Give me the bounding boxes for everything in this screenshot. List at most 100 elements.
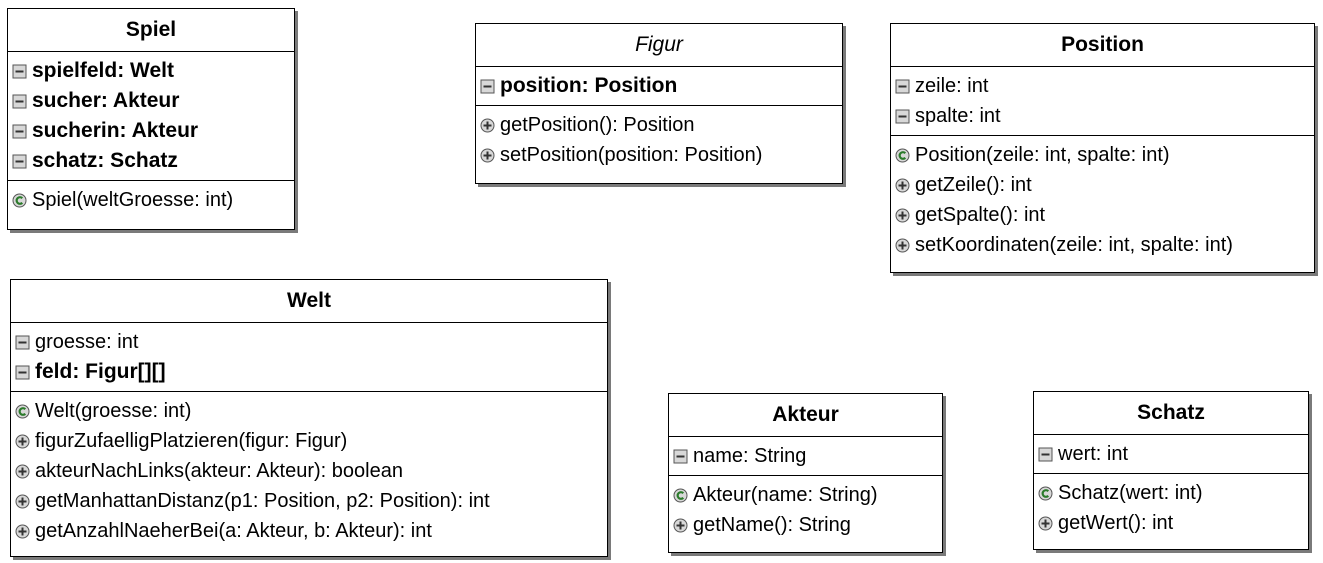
constructor-icon xyxy=(15,404,30,419)
method-row: getPosition(): Position xyxy=(480,110,842,140)
private-field-icon xyxy=(12,94,27,109)
attribute-row: wert: int xyxy=(1038,439,1308,469)
methods-section: Spiel(weltGroesse: int) xyxy=(8,180,294,219)
attribute-text: sucher: Akteur xyxy=(32,89,180,112)
method-text: getPosition(): Position xyxy=(500,113,695,136)
attribute-row: sucherin: Akteur xyxy=(12,116,294,146)
attribute-text: schatz: Schatz xyxy=(32,149,178,172)
method-row: getName(): String xyxy=(673,510,942,540)
attribute-row: feld: Figur[][] xyxy=(15,357,607,387)
attribute-text: feld: Figur[][] xyxy=(35,360,166,383)
method-text: Schatz(wert: int) xyxy=(1058,481,1203,504)
class-name: Akteur xyxy=(669,394,942,437)
methods-section: Position(zeile: int, spalte: int) getZei… xyxy=(891,135,1314,264)
public-method-icon xyxy=(480,118,495,133)
attribute-text: name: String xyxy=(693,444,807,467)
class-name: Position xyxy=(891,24,1314,67)
method-row: akteurNachLinks(akteur: Akteur): boolean xyxy=(15,456,607,486)
attribute-row: schatz: Schatz xyxy=(12,146,294,176)
method-text: Welt(groesse: int) xyxy=(35,399,192,422)
methods-section: getPosition(): Position setPosition(posi… xyxy=(476,105,842,174)
attributes-section: groesse: int feld: Figur[][] xyxy=(11,323,607,391)
class-spiel[interactable]: Spiel spielfeld: Welt sucher: Akteur suc… xyxy=(7,8,295,230)
attributes-section: spielfeld: Welt sucher: Akteur sucherin:… xyxy=(8,52,294,180)
public-method-icon xyxy=(15,524,30,539)
method-row: Akteur(name: String) xyxy=(673,480,942,510)
method-text: getManhattanDistanz(p1: Position, p2: Po… xyxy=(35,489,490,512)
method-text: akteurNachLinks(akteur: Akteur): boolean xyxy=(35,459,403,482)
method-row: getSpalte(): int xyxy=(895,200,1314,230)
method-row: Spiel(weltGroesse: int) xyxy=(12,185,294,215)
attribute-row: spielfeld: Welt xyxy=(12,56,294,86)
class-position[interactable]: Position zeile: int spalte: int Position… xyxy=(890,23,1315,273)
attribute-text: zeile: int xyxy=(915,74,989,97)
constructor-icon xyxy=(12,193,27,208)
method-text: setKoordinaten(zeile: int, spalte: int) xyxy=(915,233,1233,256)
private-field-icon xyxy=(895,79,910,94)
method-text: setPosition(position: Position) xyxy=(500,143,763,166)
method-row: Welt(groesse: int) xyxy=(15,396,607,426)
class-name: Welt xyxy=(11,280,607,323)
method-row: getManhattanDistanz(p1: Position, p2: Po… xyxy=(15,486,607,516)
attribute-text: spalte: int xyxy=(915,104,1001,127)
public-method-icon xyxy=(15,494,30,509)
class-welt[interactable]: Welt groesse: int feld: Figur[][] Welt(g… xyxy=(10,279,608,557)
attribute-text: groesse: int xyxy=(35,330,139,353)
public-method-icon xyxy=(895,178,910,193)
method-text: Spiel(weltGroesse: int) xyxy=(32,188,234,211)
attribute-text: position: Position xyxy=(500,74,678,97)
method-text: getAnzahlNaeherBei(a: Akteur, b: Akteur)… xyxy=(35,519,432,542)
method-row: setKoordinaten(zeile: int, spalte: int) xyxy=(895,230,1314,260)
public-method-icon xyxy=(1038,516,1053,531)
private-field-icon xyxy=(12,124,27,139)
attribute-row: name: String xyxy=(673,441,942,471)
method-text: Position(zeile: int, spalte: int) xyxy=(915,143,1170,166)
method-text: getSpalte(): int xyxy=(915,203,1046,226)
method-row: Position(zeile: int, spalte: int) xyxy=(895,140,1314,170)
attribute-row: groesse: int xyxy=(15,327,607,357)
public-method-icon xyxy=(480,148,495,163)
method-text: figurZufaelligPlatzieren(figur: Figur) xyxy=(35,429,348,452)
method-text: getName(): String xyxy=(693,513,851,536)
constructor-icon xyxy=(673,488,688,503)
method-row: getZeile(): int xyxy=(895,170,1314,200)
private-field-icon xyxy=(480,79,495,94)
attribute-text: sucherin: Akteur xyxy=(32,119,199,142)
class-schatz[interactable]: Schatz wert: int Schatz(wert: int) getWe… xyxy=(1033,391,1309,550)
private-field-icon xyxy=(15,365,30,380)
method-row: setPosition(position: Position) xyxy=(480,140,842,170)
methods-section: Schatz(wert: int) getWert(): int xyxy=(1034,473,1308,542)
private-field-icon xyxy=(12,64,27,79)
private-field-icon xyxy=(895,109,910,124)
class-figur[interactable]: Figur position: Position getPosition(): … xyxy=(475,23,843,184)
method-text: getWert(): int xyxy=(1058,511,1174,534)
private-field-icon xyxy=(12,154,27,169)
public-method-icon xyxy=(895,238,910,253)
attributes-section: zeile: int spalte: int xyxy=(891,67,1314,135)
method-text: getZeile(): int xyxy=(915,173,1032,196)
public-method-icon xyxy=(895,208,910,223)
method-row: getWert(): int xyxy=(1038,508,1308,538)
method-row: Schatz(wert: int) xyxy=(1038,478,1308,508)
attribute-row: position: Position xyxy=(480,71,842,101)
attributes-section: position: Position xyxy=(476,67,842,105)
methods-section: Welt(groesse: int) figurZufaelligPlatzie… xyxy=(11,391,607,550)
constructor-icon xyxy=(895,148,910,163)
attribute-row: sucher: Akteur xyxy=(12,86,294,116)
public-method-icon xyxy=(673,518,688,533)
method-text: Akteur(name: String) xyxy=(693,483,878,506)
method-row: figurZufaelligPlatzieren(figur: Figur) xyxy=(15,426,607,456)
attribute-text: spielfeld: Welt xyxy=(32,59,174,82)
constructor-icon xyxy=(1038,486,1053,501)
private-field-icon xyxy=(1038,447,1053,462)
class-akteur[interactable]: Akteur name: String Akteur(name: String)… xyxy=(668,393,943,553)
attributes-section: name: String xyxy=(669,437,942,475)
attribute-row: zeile: int xyxy=(895,71,1314,101)
class-name: Schatz xyxy=(1034,392,1308,435)
class-name: Figur xyxy=(476,24,842,67)
method-row: getAnzahlNaeherBei(a: Akteur, b: Akteur)… xyxy=(15,516,607,546)
class-name: Spiel xyxy=(8,9,294,52)
private-field-icon xyxy=(15,335,30,350)
methods-section: Akteur(name: String) getName(): String xyxy=(669,475,942,544)
private-field-icon xyxy=(673,449,688,464)
